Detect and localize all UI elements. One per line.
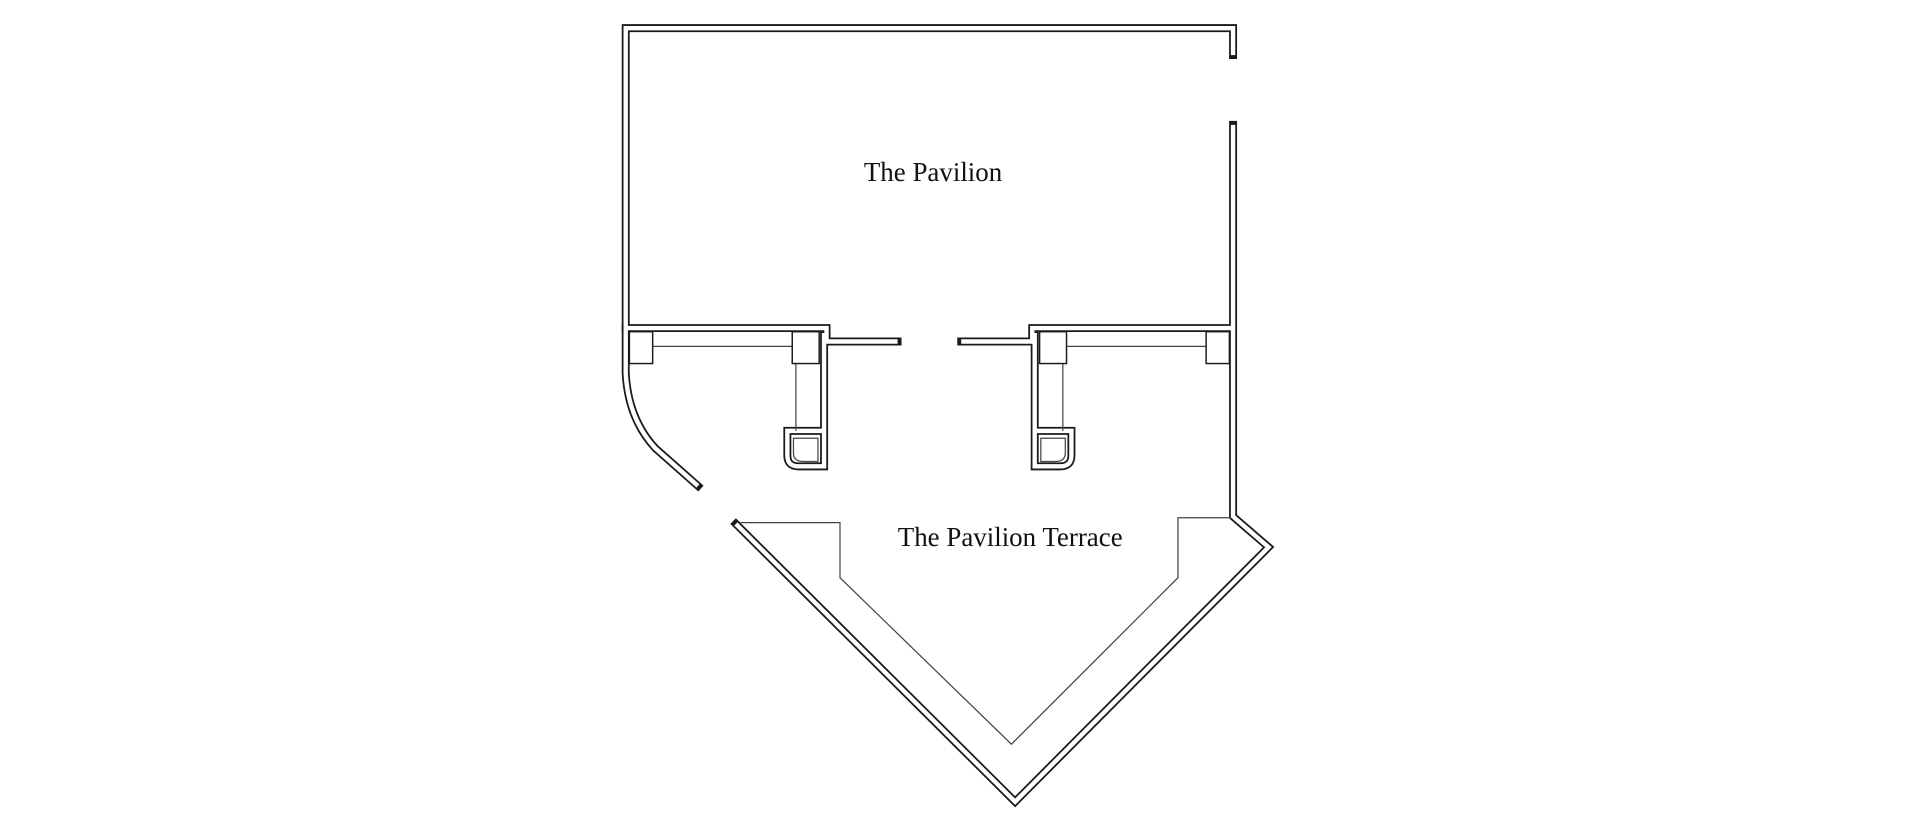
room-label-pavilion: The Pavilion [864, 157, 1003, 187]
room-label-pavilion-terrace: The Pavilion Terrace [898, 522, 1123, 552]
terrace-inner-boundary [740, 517, 1231, 746]
right-service-area [1038, 330, 1231, 463]
left-service-area [628, 330, 820, 463]
walls [626, 28, 1269, 802]
